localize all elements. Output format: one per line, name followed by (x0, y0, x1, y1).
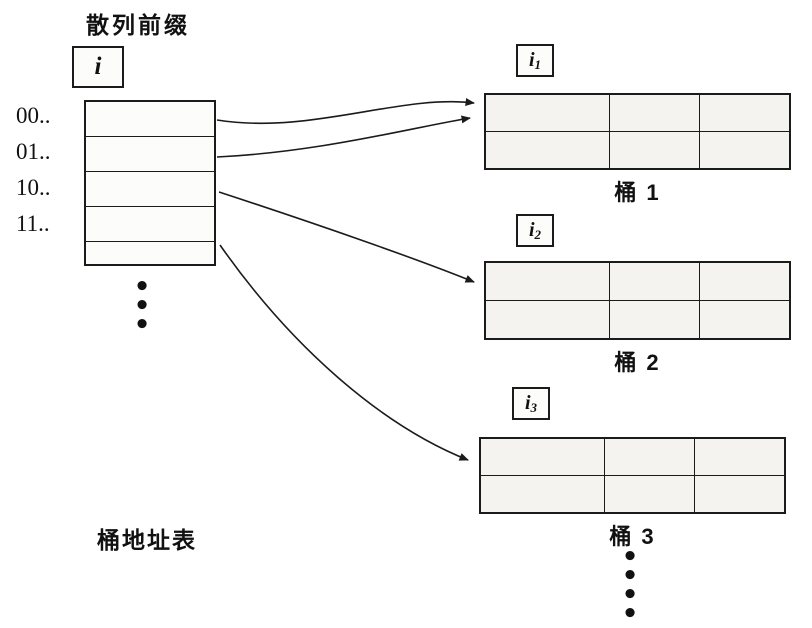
bucket3-table (479, 437, 786, 514)
global-depth-box: i (72, 46, 124, 88)
ellipsis-dot: • (133, 310, 151, 340)
bucket1-table (484, 93, 791, 170)
bucket-cell (486, 131, 611, 168)
address-table-row (86, 137, 214, 172)
bucket-address-table-caption: 桶地址表 (97, 527, 197, 553)
bucket-cell (486, 95, 611, 132)
bucket-cell (605, 475, 695, 512)
address-table-ellipsis: • • • (130, 272, 154, 340)
bucket2-depth-label: i (528, 219, 535, 241)
address-table-row (86, 172, 214, 207)
bucket2-depth-subscript: 2 (534, 227, 542, 242)
ellipsis-dot: • (621, 599, 639, 628)
ellipsis-dot: • (133, 291, 151, 321)
bucket-cell (481, 475, 606, 512)
bucket-cell (605, 439, 695, 476)
bucket-cell (610, 263, 700, 301)
bucket-cell (486, 300, 611, 338)
bucket1-depth-subscript: 1 (534, 57, 542, 72)
ellipsis-dot: • (621, 580, 639, 610)
address-row-label-10: 10.. (16, 175, 51, 200)
bucket-cell (699, 95, 789, 132)
bucket-cell (481, 439, 606, 476)
address-row-label-11: 11.. (16, 211, 50, 236)
bucket1-depth-label: i (528, 49, 535, 71)
arrow-row10-to-bucket2 (218, 191, 475, 283)
bucket-cell (610, 95, 700, 132)
ellipsis-dot: • (621, 561, 639, 591)
arrow-row01-to-bucket1 (216, 115, 471, 158)
bucket-cell (610, 131, 700, 168)
bucket-cell (699, 131, 789, 168)
address-table-row (86, 207, 214, 242)
global-depth-label: i (94, 53, 102, 80)
bucket-cell (699, 263, 789, 301)
bucket3-depth-label: i (524, 392, 531, 414)
buckets-ellipsis: • • • • (618, 542, 642, 628)
bucket-cell (610, 300, 700, 338)
address-table-row-partial (86, 242, 214, 264)
ellipsis-dot: • (133, 272, 151, 302)
bucket2-caption: 桶 2 (614, 350, 661, 375)
bucket3-depth-subscript: 3 (530, 400, 538, 415)
address-row-label-01: 01.. (16, 139, 51, 164)
arrow-row00-to-bucket1 (216, 98, 475, 125)
bucket3-caption: 桶 3 (609, 524, 656, 549)
bucket-address-table (84, 100, 216, 266)
address-table-row (86, 102, 214, 137)
bucket2-table (484, 261, 791, 340)
bucket-cell (699, 300, 789, 338)
hash-prefix-label: 散列前缀 (86, 12, 190, 38)
bucket1-caption: 桶 1 (614, 180, 661, 205)
bucket-cell (694, 439, 784, 476)
address-row-label-00: 00.. (16, 103, 51, 128)
bucket-cell (486, 263, 611, 301)
ellipsis-dot: • (621, 542, 639, 572)
arrow-row11-to-bucket3 (219, 244, 469, 461)
bucket-cell (694, 475, 784, 512)
